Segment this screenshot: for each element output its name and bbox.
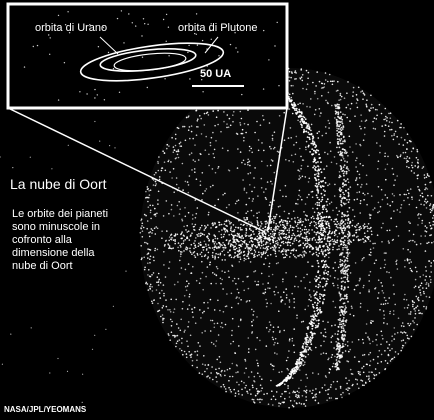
uranus-leader-line [99,36,119,55]
scale-label: 50 UA [200,68,232,80]
image-credit: NASA/JPL/YEOMANS [4,405,87,414]
diagram-title: La nube di Oort [10,176,107,192]
inset-frame [6,2,289,110]
inset-panel [6,2,289,110]
oort-cloud-sphere [0,67,434,409]
sphere-dots [0,67,434,409]
pluto-orbit [79,42,225,82]
uranus-orbit-label: orbita di Urano [35,22,108,34]
zoom-line-right [267,107,288,231]
pluto-orbit-label: orbita di Plutone [178,22,258,34]
diagram-caption: Le orbite dei pianeti sono minuscole in … [12,208,109,272]
inset-stars [23,10,280,101]
sphere-shadow [140,68,434,408]
inner-orbit [113,52,187,72]
inner-disk-dots [163,215,373,261]
zoom-line-left [7,107,266,233]
pluto-leader-line [204,36,219,54]
